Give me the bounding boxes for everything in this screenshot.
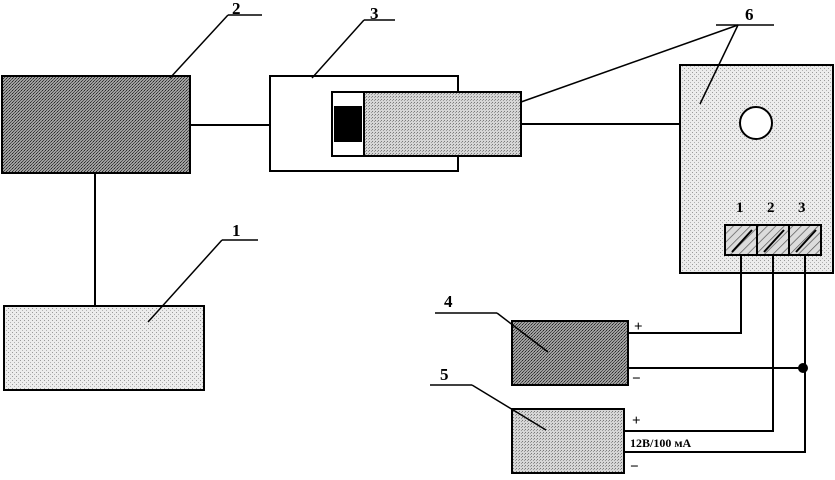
callout-1: 1 [232,221,241,240]
block-3-core [334,106,362,142]
leader-6-a [520,24,739,103]
block-4-battery [511,320,629,386]
connector-socket [739,106,773,140]
psu-spec-label: 12В/100 мА [630,436,692,450]
terminal-3 [788,224,822,256]
junction-dot [798,363,808,373]
leader-1 [147,239,223,323]
wire-t2-psu-plus [624,255,774,432]
psu-minus-label: − [630,459,639,475]
block-5-power-supply [511,408,625,474]
terminal-2-screw [763,229,785,253]
terminal-1-screw [731,229,753,253]
leader-6-b [699,24,739,105]
callout-6: 6 [745,5,754,24]
battery-minus-label: − [632,371,641,387]
terminal-3-screw [795,229,817,253]
block-1 [3,305,205,391]
psu-plus-label: + [632,413,641,429]
probe [363,91,522,157]
leader-2 [169,14,229,79]
callout-5: 5 [440,365,449,384]
callout-3: 3 [370,4,379,23]
terminal-2 [756,224,790,256]
leader-3 [311,19,365,79]
callout-4: 4 [444,292,453,311]
terminal-1 [724,224,758,256]
terminal-3-label: 3 [798,200,806,216]
leader-5-diag [471,384,547,431]
callout-2: 2 [232,0,241,18]
terminal-1-label: 1 [736,200,744,216]
block-2 [1,75,191,174]
wire-t1-battery-plus [628,255,742,334]
wire-t3-common [624,255,806,453]
terminal-2-label: 2 [767,200,775,216]
battery-plus-label: + [634,319,643,335]
leader-4-diag [496,312,549,353]
